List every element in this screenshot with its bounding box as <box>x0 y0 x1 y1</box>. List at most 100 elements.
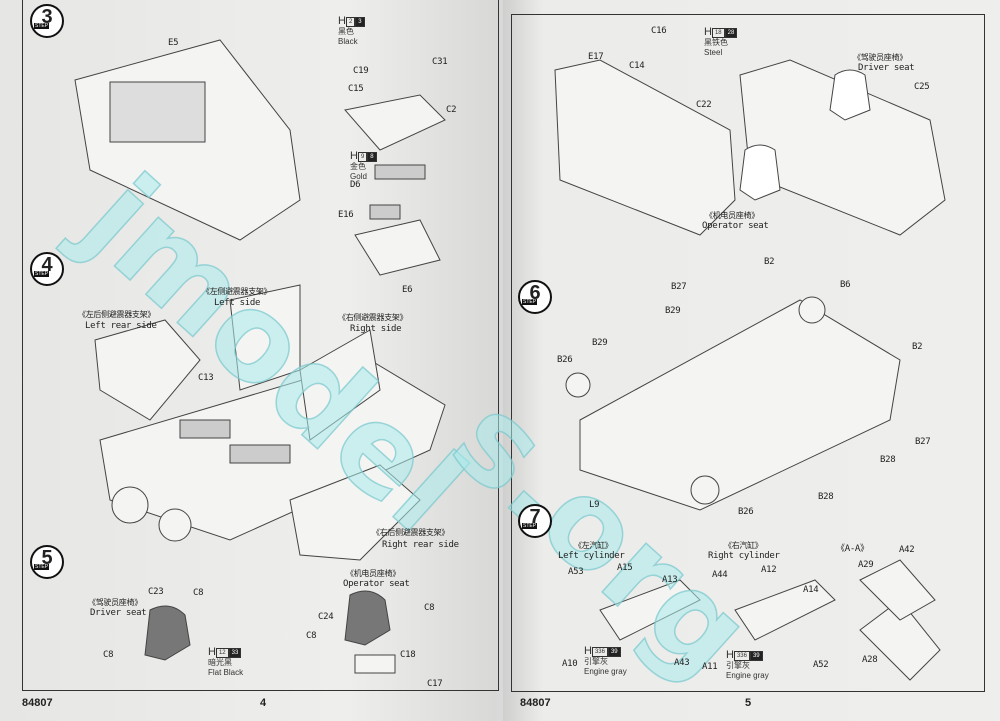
caption-en: Left cylinder <box>558 551 625 561</box>
caption-en: Driver seat <box>90 608 147 618</box>
part-label: A28 <box>862 655 878 665</box>
part-label: B26 <box>738 507 754 517</box>
caption-cn: 《机电员座椅》 <box>705 211 759 220</box>
part-b26 <box>565 372 591 398</box>
engine-a29 <box>859 559 936 621</box>
left-frame <box>22 0 499 691</box>
caption-cn: 《右后侧避震器支架》 <box>372 528 449 537</box>
part-label: C31 <box>432 57 448 67</box>
part-label: A42 <box>899 545 915 555</box>
part-c18 <box>354 654 396 674</box>
caption-en: Right cylinder <box>708 551 780 561</box>
part-label: C13 <box>198 373 214 383</box>
part-label: C14 <box>629 61 645 71</box>
part-label: C19 <box>353 66 369 76</box>
part-label: A13 <box>662 575 678 585</box>
part-label: C16 <box>651 26 667 36</box>
part-label: C8 <box>424 603 435 613</box>
product-code: 84807 <box>520 697 551 709</box>
part-label: B28 <box>880 455 896 465</box>
part-b6 <box>798 296 826 324</box>
caption-en: Operator seat <box>702 221 769 231</box>
right-frame <box>511 14 985 692</box>
caption-cn: 《右汽缸》 <box>724 541 763 550</box>
part-label: E17 <box>588 52 604 62</box>
caption-section: 《A-A》 <box>836 544 869 554</box>
operator-seat <box>739 144 781 201</box>
part-label: B29 <box>592 338 608 348</box>
part-label: A29 <box>858 560 874 570</box>
part-label: B27 <box>915 437 931 447</box>
battery-e5 <box>109 81 206 143</box>
part-c13 <box>179 419 231 439</box>
driver-seat-c23 <box>144 605 191 661</box>
part-label: D6 <box>350 180 361 190</box>
caption-cn: 《机电员座椅》 <box>346 569 400 578</box>
page-number: 5 <box>745 697 752 709</box>
part-label: B27 <box>671 282 687 292</box>
caption-cn: 《右侧避震器支架》 <box>338 313 408 322</box>
caption-cn: 《左汽缸》 <box>574 541 613 550</box>
part-label: A12 <box>761 565 777 575</box>
part-label: B26 <box>557 355 573 365</box>
cylinder-right <box>734 579 836 641</box>
part-label: A43 <box>674 658 690 668</box>
part-label: A15 <box>617 563 633 573</box>
part-label: A14 <box>803 585 819 595</box>
page-number: 4 <box>260 697 267 709</box>
part-c2 <box>344 94 446 151</box>
caption-cn: 《驾驶员座椅》 <box>88 598 142 607</box>
caption-cn: 《左后侧避震器支架》 <box>78 310 155 319</box>
part-label: A52 <box>813 660 829 670</box>
part-label: B6 <box>840 280 851 290</box>
part-d6 <box>374 164 426 180</box>
caption-en: Driver seat <box>858 63 915 73</box>
caption-en: Operator seat <box>343 579 410 589</box>
part-label: C17 <box>427 679 443 689</box>
hull-step6 <box>579 299 901 511</box>
part-b26b <box>690 475 720 505</box>
cylinder-left <box>599 579 701 641</box>
part-label: A11 <box>702 662 718 672</box>
part-label: L9 <box>589 500 600 510</box>
wheel <box>111 486 149 524</box>
operator-seat-c24 <box>344 590 391 646</box>
caption-en: Right rear side <box>382 540 459 550</box>
part-label: C8 <box>306 631 317 641</box>
part-e6 <box>354 219 441 276</box>
part-label: A53 <box>568 567 584 577</box>
caption-en: Left side <box>214 298 261 308</box>
part-label: C24 <box>318 612 334 622</box>
right-rear-bracket <box>289 464 421 561</box>
right-side-bracket <box>299 329 381 441</box>
part-label: E16 <box>338 210 354 220</box>
part-e16 <box>369 204 401 220</box>
part-label: A44 <box>712 570 728 580</box>
caption-cn: 《驾驶员座椅》 <box>853 53 907 62</box>
part-label: B2 <box>764 257 775 267</box>
part-label: A10 <box>562 659 578 669</box>
caption-en: Left rear side <box>85 321 157 331</box>
part-label: C18 <box>400 650 416 660</box>
caption-en: Right side <box>350 324 402 334</box>
part-c13b <box>229 444 291 464</box>
part-label: C15 <box>348 84 364 94</box>
part-label: B2 <box>912 342 923 352</box>
part-label: E6 <box>402 285 413 295</box>
part-label: B29 <box>665 306 681 316</box>
part-label: C2 <box>446 105 457 115</box>
part-label: C23 <box>148 587 164 597</box>
part-label: B28 <box>818 492 834 502</box>
part-label: E5 <box>168 38 179 48</box>
